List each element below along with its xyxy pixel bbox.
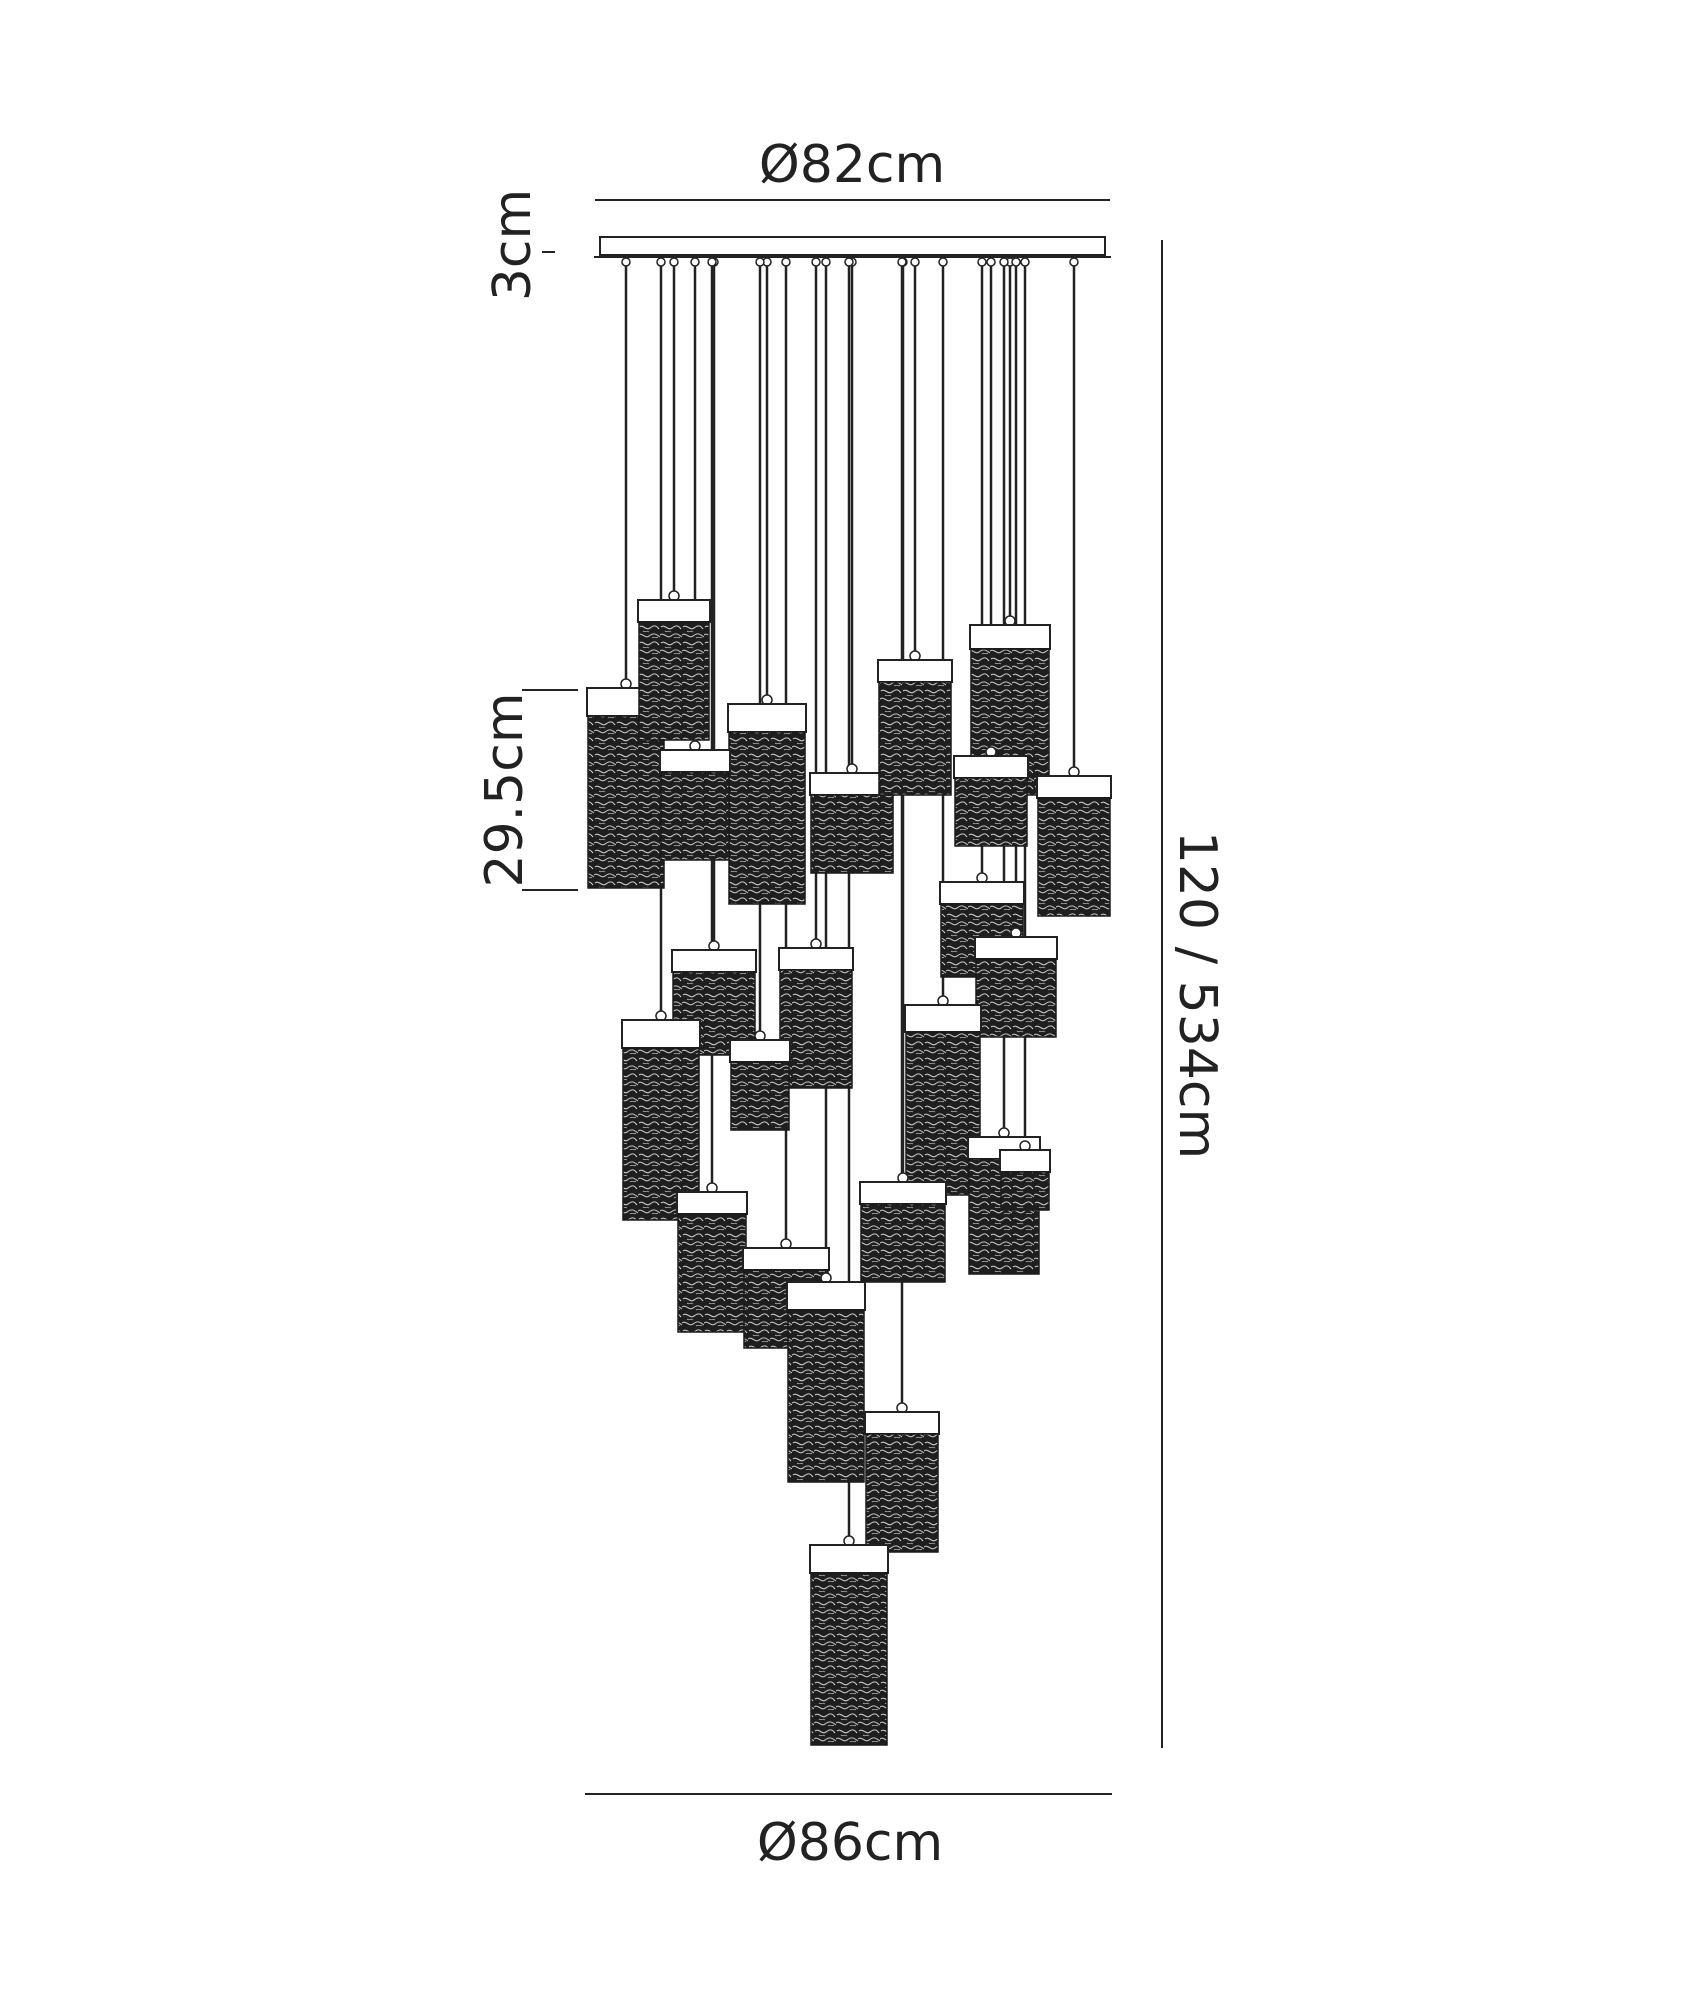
shade-cap [864, 1411, 940, 1435]
pendant-shade [637, 590, 711, 741]
cable-fixing [755, 257, 765, 267]
pendant-shade [778, 938, 854, 1089]
shade-height-label: 29.5cm [475, 692, 535, 887]
shade-height-dimension: 29.5cm [475, 689, 578, 891]
cable-fixing [986, 257, 996, 267]
shade-cap [727, 703, 807, 733]
pendant-shade [621, 1010, 701, 1221]
pendant-shade [1036, 766, 1112, 917]
ceiling-canopy [594, 236, 1111, 258]
woven-shade-body [1037, 797, 1111, 917]
spread-diameter-dimension: Ø86cm [585, 1793, 1112, 1873]
pendant-shade [676, 1182, 748, 1333]
overall-height-dimension: 120 / 534cm [1161, 240, 1227, 1748]
pendant-shade [877, 650, 953, 796]
cable-fixing [938, 257, 948, 267]
cable-fixing [897, 257, 907, 267]
woven-shade-body [638, 621, 710, 741]
woven-shade-body [810, 794, 894, 874]
shade-cap [999, 1149, 1051, 1173]
shade-cap [729, 1039, 791, 1063]
woven-shade-body [587, 715, 665, 889]
shade-cap [676, 1191, 748, 1215]
shade-cap [786, 1281, 866, 1311]
woven-shade-body [677, 1213, 747, 1333]
cable-fixing [977, 257, 987, 267]
shade-cap [1036, 775, 1112, 799]
pendant-shade [727, 694, 807, 905]
woven-shade-body [1000, 1171, 1050, 1211]
shade-cap [877, 659, 953, 683]
cable-fixing [910, 257, 920, 267]
cable-fixing [1069, 257, 1079, 267]
shade-cap [953, 755, 1029, 779]
woven-shade-body [860, 1203, 946, 1283]
shade-cap [778, 947, 854, 971]
cable-fixing [811, 257, 821, 267]
spread-diameter-label: Ø86cm [757, 1813, 943, 1873]
woven-shade-body [865, 1433, 939, 1553]
shade-cap [904, 1004, 982, 1033]
woven-shade-body [905, 1031, 981, 1196]
shade-cap [809, 1544, 889, 1574]
pendant-shade [953, 746, 1029, 847]
pendant-shade [809, 763, 895, 874]
pendant-shade [859, 1172, 947, 1283]
woven-shade-body [810, 1572, 888, 1746]
canopy-diameter-dimension: Ø82cm [595, 135, 1110, 201]
canopy-diameter-label: Ø82cm [759, 135, 945, 195]
cable-fixing [1020, 257, 1030, 267]
woven-shade-body [779, 969, 853, 1089]
pendant-shade [786, 1272, 866, 1483]
canopy-height-label: 3cm [483, 189, 543, 301]
shade-cap [859, 1181, 947, 1205]
woven-shade-body [954, 777, 1028, 847]
cable-fixing [690, 257, 700, 267]
cable-fixing [1011, 257, 1021, 267]
cable-fixing [669, 257, 679, 267]
shade-cap [671, 949, 757, 973]
cable-fixing [707, 257, 717, 267]
cable-fixing [999, 257, 1009, 267]
pendant-shades [586, 590, 1112, 1746]
shade-cap [969, 624, 1051, 650]
pendant-shade [809, 1535, 889, 1746]
woven-shade-body [975, 958, 1057, 1038]
pendant-shade [974, 927, 1058, 1038]
cable-fixing [844, 257, 854, 267]
woven-shade-body [660, 771, 730, 861]
pendant-shade [999, 1140, 1051, 1211]
canopy-height-dimension: 3cm [483, 189, 555, 301]
cable-fixing [821, 257, 831, 267]
overall-height-label: 120 / 534cm [1167, 831, 1227, 1159]
shade-cap [939, 881, 1025, 905]
cable-fixing [656, 257, 666, 267]
shade-cap [637, 599, 711, 623]
canopy-plate [599, 236, 1106, 256]
shade-cap [621, 1019, 701, 1049]
cable-fixing [781, 257, 791, 267]
pendant-shade [659, 740, 731, 861]
pendant-shade [904, 995, 982, 1196]
shade-cap [974, 936, 1058, 960]
woven-shade-body [878, 681, 952, 796]
woven-shade-body [787, 1309, 865, 1483]
cable-fixing [621, 257, 631, 267]
shade-cap [659, 749, 731, 773]
pendant-shade [729, 1030, 791, 1131]
woven-shade-body [730, 1061, 790, 1131]
woven-shade-body [728, 731, 806, 905]
shade-cap [742, 1247, 830, 1271]
pendant-shade [864, 1402, 940, 1553]
